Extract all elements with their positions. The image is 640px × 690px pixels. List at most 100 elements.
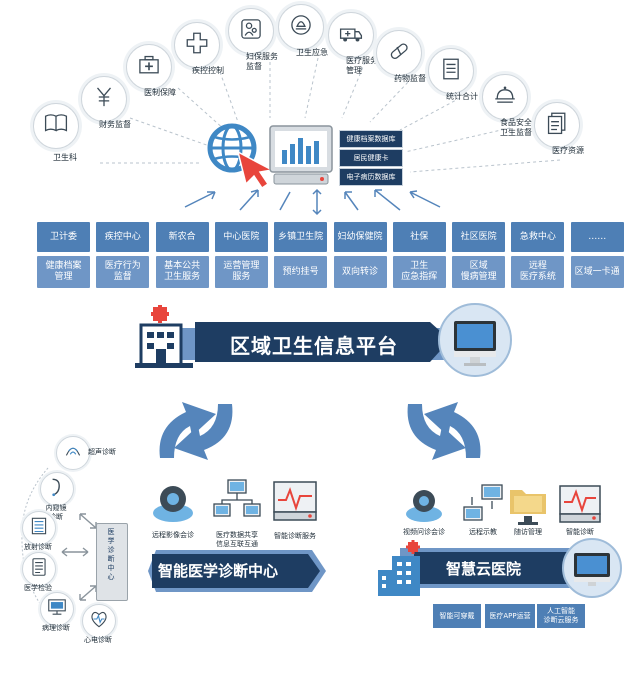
grid-cell-r2-3: 运营管理 服务 <box>214 256 268 288</box>
arc-item-7-label: 药物监督 <box>394 74 426 83</box>
arc-item-4-label: 妇保服务 监督 <box>246 52 278 71</box>
arc-item-5-label: 卫生应急 <box>296 48 328 57</box>
grid-cell-r1-9: …… <box>570 222 624 252</box>
grid-cell-r1-5: 妇幼保健院 <box>333 222 387 252</box>
arc-item-2-label: 医制保障 <box>144 88 176 97</box>
cloud-banner-bg <box>400 548 616 588</box>
platform-monitor-circle <box>438 303 512 377</box>
radiology-icon <box>28 515 50 541</box>
monitor-chart-icon <box>269 125 333 185</box>
ultrasound-icon <box>62 440 84 466</box>
pathology-icon <box>46 596 68 622</box>
folder-icon <box>510 490 546 525</box>
arc-item-10-circle <box>534 102 580 148</box>
ecg-monitor-icon <box>273 481 317 521</box>
cloud-building-icon <box>378 540 420 596</box>
diagnosis-tower <box>96 523 128 601</box>
endoscope-icon <box>46 476 68 502</box>
files-icon <box>544 110 570 140</box>
smart-diagnosis-icon <box>559 485 601 523</box>
document-icon <box>438 56 464 86</box>
grid-cell-r1-7: 社区医院 <box>452 222 506 252</box>
platform-title: 区域卫生信息平台 <box>230 334 398 358</box>
exchange-arrows-left <box>159 402 233 460</box>
mother-child-icon <box>238 16 264 46</box>
medical-kit-icon <box>136 52 162 82</box>
arc-item-0-circle <box>33 103 79 149</box>
cloud-service-1-label: 远程示教 <box>469 528 497 536</box>
camera-cloud-icon <box>153 486 193 522</box>
arc-item-6-label: 医疗服务 管理 <box>346 56 378 75</box>
diag-side-2-circle <box>22 511 56 545</box>
db-health-records: 健康档案数据库 <box>339 130 403 148</box>
grid-cell-r2-5: 双向转诊 <box>333 256 387 288</box>
arc-item-2-circle <box>126 44 172 90</box>
arc-item-0-label: 卫生科 <box>53 153 77 162</box>
cloud-button-1: 医疗APP运营 <box>485 604 535 628</box>
diag-side-3-label: 医学检验 <box>24 584 52 592</box>
cloud-button-2: 人工智能 诊断云服务 <box>537 604 585 628</box>
diag-service-1-label: 医疗数据共享 信息互联互通 <box>216 531 258 548</box>
grid-cell-r1-2: 新农合 <box>155 222 209 252</box>
arc-item-7-circle <box>376 30 422 76</box>
hospital-icon <box>135 305 193 368</box>
diag-side-2-label: 放射诊断 <box>24 543 52 551</box>
yuan-icon <box>91 84 117 114</box>
arc-item-3-circle <box>174 22 220 68</box>
medical-cross-icon <box>184 30 210 60</box>
dish-icon <box>492 82 518 112</box>
diag-side-3-circle <box>22 552 56 586</box>
diagnosis-connectors <box>21 467 97 627</box>
diagnosis-title: 智能医学诊断中心 <box>158 562 279 580</box>
cloud-computer-icon <box>574 553 610 586</box>
arc-item-4-circle <box>228 8 274 54</box>
cloud-service-2-label: 随访管理 <box>514 528 542 536</box>
diagnosis-banner-bg <box>148 550 326 592</box>
globe-cursor-icon <box>207 123 275 190</box>
diag-side-0-circle <box>56 436 90 470</box>
computer-icon <box>454 321 496 366</box>
emergency-icon <box>288 12 314 42</box>
grid-cell-r1-6: 社保 <box>392 222 446 252</box>
db-resident-card: 居民健康卡 <box>339 149 403 167</box>
book-icon <box>43 111 69 141</box>
diag-service-2-label: 智能诊断服务 <box>274 532 316 540</box>
grid-cell-r2-4: 预约挂号 <box>274 256 328 288</box>
diag-side-0-label: 超声诊断 <box>88 448 116 456</box>
arc-item-5-circle <box>278 4 324 50</box>
grid-cell-r2-1: 医疗行为 监督 <box>96 256 150 288</box>
diag-side-4-circle <box>40 592 74 626</box>
arc-item-9-circle <box>482 74 528 120</box>
db-emr: 电子病历数据库 <box>339 168 403 186</box>
diagnosis-center-label: 医 学 诊 断 中 心 <box>107 528 115 581</box>
arc-item-1-circle <box>81 76 127 122</box>
pill-icon <box>386 38 412 68</box>
arc-item-9-label: 食品安全 卫生监督 <box>500 118 532 137</box>
grid-cell-r2-9: 区域一卡通 <box>570 256 624 288</box>
ambulance-icon <box>338 20 364 50</box>
grid-cell-r2-2: 基本公共 卫生服务 <box>155 256 209 288</box>
grid-cell-r2-6: 卫生 应急指挥 <box>392 256 446 288</box>
grid-cell-r1-8: 急救中心 <box>511 222 565 252</box>
cloud-button-0: 智能可穿戴 <box>433 604 481 628</box>
ecg-icon <box>88 608 110 634</box>
cloud-monitor-circle <box>562 538 622 598</box>
arc-item-3-label: 疾控控制 <box>192 66 224 75</box>
arc-item-8-circle <box>428 48 474 94</box>
diag-service-0-label: 远程影像会诊 <box>152 531 194 539</box>
diag-side-1-label: 内窥镜 诊断 <box>45 504 67 521</box>
remote-teaching-icon <box>463 484 503 521</box>
arc-item-10-label: 医疗资源 <box>552 146 584 155</box>
arc-item-1-label: 财务监督 <box>99 120 131 129</box>
arc-item-8-label: 统计合计 <box>446 92 478 101</box>
grid-cell-r1-3: 中心医院 <box>214 222 268 252</box>
diag-side-5-label: 心电诊断 <box>84 636 112 644</box>
grid-cell-r2-0: 健康档案 管理 <box>37 256 90 288</box>
network-computers-icon <box>213 479 261 517</box>
cloud-service-0-label: 视频问诊会诊 <box>403 528 445 536</box>
arc-item-6-circle <box>328 12 374 58</box>
diag-side-4-label: 病理诊断 <box>42 624 70 632</box>
diag-side-5-circle <box>82 604 116 638</box>
video-consult-icon <box>406 490 442 522</box>
